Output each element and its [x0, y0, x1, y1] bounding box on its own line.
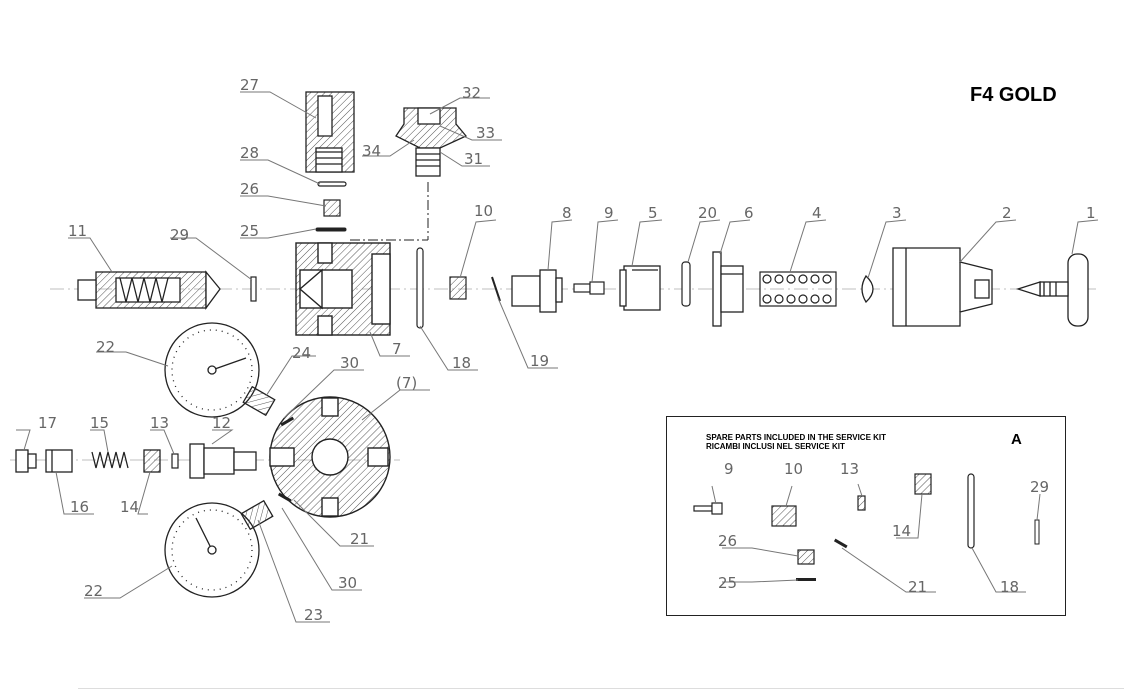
- kit-part-9: [693, 502, 723, 515]
- part-30-pin-upper: [280, 416, 295, 427]
- part-4-spring: [759, 271, 837, 307]
- kit-label-26: 26: [718, 532, 737, 550]
- kit-part-29: [1034, 519, 1040, 545]
- label-17: 17: [38, 414, 57, 432]
- page-title: F4 GOLD: [970, 84, 1057, 106]
- service-kit-heading-it: RICAMBI INCLUSI NEL SERVICE KIT: [706, 442, 845, 451]
- label-9: 9: [604, 204, 614, 222]
- label-25: 25: [240, 222, 259, 240]
- part-13-pin: [171, 453, 179, 469]
- label-6: 6: [744, 204, 754, 222]
- part-27-adapter: [305, 91, 355, 173]
- service-kit-box: [666, 416, 1066, 616]
- label-18: 18: [452, 354, 471, 372]
- label-24: 24: [292, 344, 311, 362]
- part-9-stem: [573, 281, 605, 295]
- part-19-o-ring: [491, 276, 501, 302]
- label-5: 5: [648, 204, 658, 222]
- label-3: 3: [892, 204, 902, 222]
- part-labels: 1 2 3 4 5 6 8 9 20 10 11 29 25 26 28 27 …: [38, 76, 1096, 624]
- label-23: 23: [304, 606, 323, 624]
- label-19: 19: [530, 352, 549, 370]
- bottom-rule: [78, 688, 1124, 689]
- service-kit-letter: A: [1011, 431, 1022, 448]
- label-13: 13: [150, 414, 169, 432]
- label-20: 20: [698, 204, 717, 222]
- kit-part-21: [833, 538, 848, 549]
- label-14: 14: [120, 498, 139, 516]
- part-18-seal: [416, 247, 424, 329]
- label-33: 33: [476, 124, 495, 142]
- part-28-washer: [317, 181, 347, 187]
- kit-label-10: 10: [784, 460, 803, 478]
- part-16-cap: [45, 449, 73, 473]
- part-8-valve-body: [511, 269, 563, 313]
- kit-part-10: [771, 505, 797, 527]
- part-20-pin: [681, 261, 691, 307]
- part-1-handle: [1015, 253, 1089, 327]
- label-31: 31: [464, 150, 483, 168]
- part-12-connector: [189, 443, 257, 479]
- kit-part-26: [797, 549, 815, 565]
- kit-label-14: 14: [892, 522, 911, 540]
- part-14-seat: [143, 449, 161, 473]
- label-12: 12: [212, 414, 231, 432]
- part-30-pin-lower: [277, 492, 292, 503]
- part-22-gauge-upper: [164, 322, 276, 418]
- label-27: 27: [240, 76, 259, 94]
- label-1: 1: [1086, 204, 1096, 222]
- label-30-upper: 30: [340, 354, 359, 372]
- label-15: 15: [90, 414, 109, 432]
- label-21: 21: [350, 530, 369, 548]
- part-3-diaphragm: [861, 274, 874, 304]
- label-34: 34: [362, 142, 381, 160]
- label-7-bracketed: (7): [396, 374, 417, 392]
- label-11: 11: [68, 222, 87, 240]
- label-22-lower: 22: [84, 582, 103, 600]
- kit-label-9: 9: [724, 460, 734, 478]
- label-16: 16: [70, 498, 89, 516]
- part-15-spring: [91, 451, 129, 469]
- label-22-upper: 22: [96, 338, 115, 356]
- label-26: 26: [240, 180, 259, 198]
- part-17-plug: [15, 449, 37, 473]
- kit-part-25: [796, 578, 816, 581]
- service-kit-heading: SPARE PARTS INCLUDED IN THE SERVICE KIT …: [706, 433, 886, 451]
- label-32: 32: [462, 84, 481, 102]
- label-29: 29: [170, 226, 189, 244]
- kit-label-29: 29: [1030, 478, 1049, 496]
- label-10: 10: [474, 202, 493, 220]
- kit-label-18: 18: [1000, 578, 1019, 596]
- label-30-lower: 30: [338, 574, 357, 592]
- part-6-spring-cap: [712, 251, 744, 327]
- kit-part-14: [914, 473, 932, 495]
- part-25-o-ring: [315, 227, 347, 232]
- label-2: 2: [1002, 204, 1012, 222]
- part-26-filter: [323, 199, 341, 217]
- kit-part-18: [967, 473, 975, 549]
- kit-label-21: 21: [908, 578, 927, 596]
- kit-part-13: [857, 495, 866, 511]
- part-31-outlet-fitting: [395, 107, 468, 177]
- part-22-gauge-lower: [164, 499, 274, 598]
- part-11-relief-valve: [77, 270, 221, 310]
- part-10-seat: [449, 276, 467, 300]
- part-7-main-body: [295, 242, 391, 336]
- kit-label-25: 25: [718, 574, 737, 592]
- label-28: 28: [240, 144, 259, 162]
- kit-label-13: 13: [840, 460, 859, 478]
- label-4: 4: [812, 204, 822, 222]
- service-kit-heading-en: SPARE PARTS INCLUDED IN THE SERVICE KIT: [706, 433, 887, 442]
- part-5-cup: [619, 265, 661, 311]
- leader-lines: [16, 91, 1099, 623]
- label-7: 7: [392, 340, 402, 358]
- part-2-bonnet: [892, 247, 993, 327]
- part-29-ring: [250, 276, 257, 302]
- part-7-body-front-view: [269, 396, 391, 518]
- label-8: 8: [562, 204, 572, 222]
